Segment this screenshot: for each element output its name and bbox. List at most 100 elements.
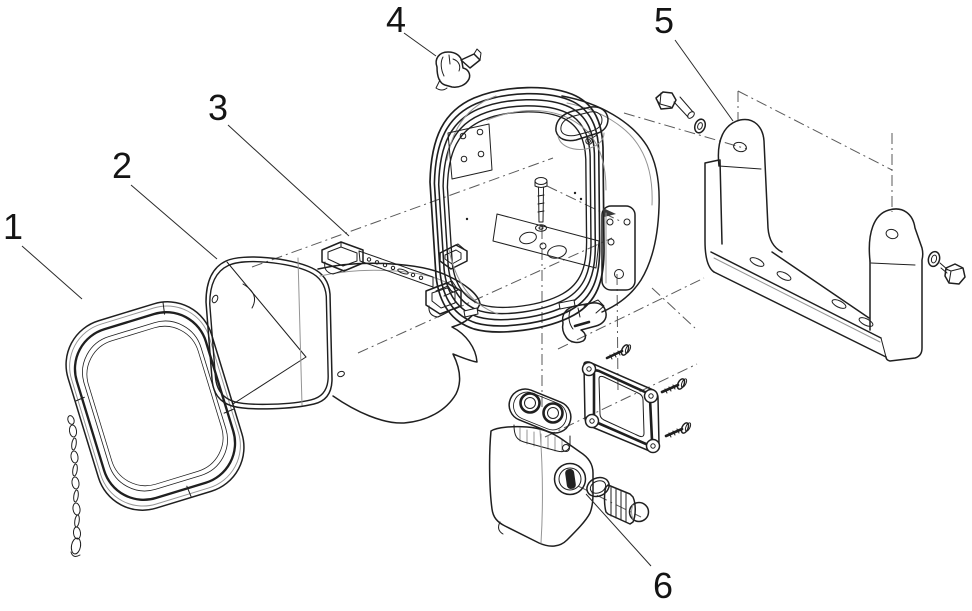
screw-washer — [535, 224, 547, 232]
chain-link — [68, 424, 78, 438]
base-slot — [858, 317, 874, 327]
leader-line-spring-clip — [403, 32, 437, 57]
housing-latch — [555, 106, 609, 150]
gasket-corner-boss — [584, 413, 600, 429]
ring-outer-edge — [65, 301, 245, 511]
part-label-bulb-carrier-rail: 3 — [208, 87, 228, 128]
junction-box-body — [488, 388, 594, 547]
ring-joint-tick — [186, 485, 192, 497]
reflector-facet-line — [226, 261, 307, 358]
housing-interior-arc — [486, 110, 607, 191]
part-label-spring-clip: 4 — [386, 0, 406, 40]
screw-head — [620, 344, 630, 356]
reflector-flap-curve — [242, 283, 255, 309]
chain-hook-curl — [70, 551, 81, 557]
bolt-axis-line — [623, 112, 748, 150]
reflector-seam-line — [319, 269, 476, 304]
cable-entry-recess — [553, 462, 587, 496]
housing-interior-arc — [448, 249, 499, 315]
latch-bolt — [585, 137, 593, 145]
rivet-dot — [579, 197, 583, 201]
box-outline — [488, 425, 594, 547]
terminal-plate — [508, 388, 572, 434]
part-bezel-ring — [65, 301, 245, 557]
clip-inner-line — [452, 58, 461, 72]
rail-slot — [397, 268, 409, 275]
clip-inner-line — [448, 54, 451, 65]
part-mounting-bracket — [655, 91, 966, 362]
base-slot — [749, 257, 765, 267]
bracket-left-ear — [717, 118, 783, 253]
part-label-junction-box-with-gasket-and-gland: 6 — [653, 565, 673, 606]
rail-left-clip — [321, 241, 364, 275]
rail-strip — [358, 250, 434, 288]
housing-rim-outer — [429, 86, 605, 333]
mounting-plane-line — [737, 90, 893, 171]
axis-line — [557, 277, 705, 350]
chain-link — [72, 526, 82, 540]
bulb-hole — [547, 245, 567, 259]
bracket-base-bottom — [713, 271, 887, 358]
washer — [927, 250, 941, 268]
screw-head — [534, 177, 548, 185]
reflector-back-shell — [317, 262, 481, 424]
housing-body-seam — [566, 102, 653, 206]
housing-bottom-clip — [561, 299, 607, 344]
mount-hole — [607, 238, 615, 246]
housing-interior-arc — [446, 95, 497, 161]
ring-opening-edge — [86, 325, 224, 487]
leader-line-reflector — [130, 184, 218, 260]
reflector-facet-line — [232, 356, 307, 405]
reflector-rim-hole — [211, 294, 219, 304]
bracket-bolt-left — [655, 91, 707, 134]
gland-axis-line — [577, 485, 642, 518]
ear-hole — [733, 141, 747, 153]
rail-hole — [410, 272, 416, 278]
part-junction-box — [488, 344, 692, 547]
plate-hole — [459, 132, 467, 140]
mount-hole — [606, 218, 614, 226]
lamp-housing — [429, 86, 660, 344]
screw-axis-line — [546, 185, 621, 222]
bracket-left-leg — [704, 159, 723, 273]
clip-leaf-spring — [473, 48, 482, 61]
reflector-fold-line — [297, 257, 303, 406]
part-reflector — [205, 256, 481, 424]
reflector-rim-hole — [337, 370, 345, 378]
chain-link — [70, 450, 79, 464]
screw-head — [680, 422, 690, 434]
small-hole — [539, 242, 547, 250]
base-slot — [776, 271, 792, 281]
part-label-reflector: 2 — [112, 145, 132, 186]
gasket-corner-boss — [581, 361, 597, 377]
ring-joint-tick — [162, 301, 166, 315]
mount-hole — [623, 218, 631, 226]
plate-hole — [476, 128, 484, 136]
mount-hole — [614, 269, 624, 279]
gasket-corner-boss — [643, 388, 659, 404]
bracket-base-back-top — [771, 251, 870, 319]
housing-bottom-plate — [492, 213, 600, 269]
screw-head — [676, 378, 686, 390]
bracket-right-ear — [868, 208, 924, 362]
rail-hole — [390, 265, 396, 271]
ear-hole — [885, 228, 899, 240]
ring-seal-band — [73, 311, 237, 501]
terminal-port — [542, 402, 564, 424]
part-label-bezel-ring-with-retaining-chain: 1 — [3, 206, 23, 247]
bracket-base-front-top — [710, 251, 882, 339]
chain-link — [74, 514, 80, 528]
bracket-bolt-right — [927, 250, 966, 285]
axis-line — [651, 287, 696, 329]
base-slot — [831, 299, 847, 309]
part-label-mounting-bracket: 5 — [654, 0, 674, 41]
retaining-chain — [67, 415, 82, 557]
housing-side-mount-plate — [601, 205, 636, 291]
adjustment-screw — [534, 177, 548, 232]
bulb-hole — [519, 231, 537, 245]
leader-line-junction-box-with-gasket-and-gland — [585, 493, 652, 567]
clip-inner-line — [440, 56, 445, 77]
rail-hole — [418, 275, 424, 280]
rail-hole — [366, 257, 372, 262]
